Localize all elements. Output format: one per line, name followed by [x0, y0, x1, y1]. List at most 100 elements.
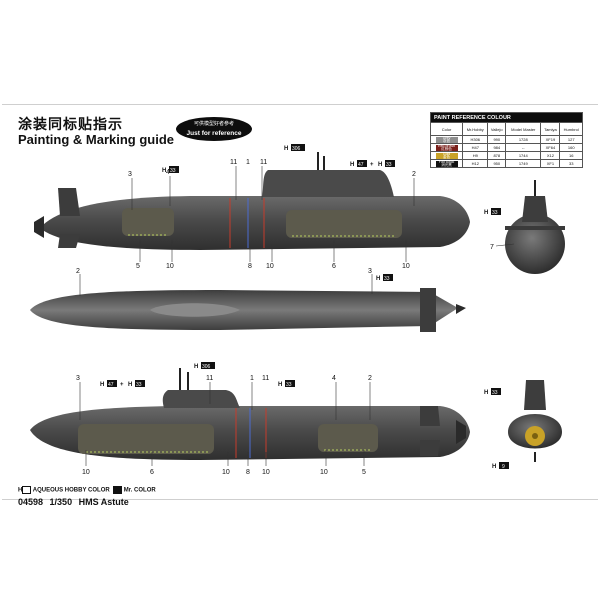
paint-humbrol: 33	[559, 159, 583, 168]
chip-code: 33	[286, 382, 292, 388]
paint-reference-table: PAINT REFERENCE COLOUR Color Mr.Hobby Va…	[429, 112, 583, 168]
guide-frame	[2, 104, 598, 500]
paint-name: Gold	[442, 151, 451, 156]
fin-top	[150, 303, 240, 317]
chip-h: H	[484, 390, 488, 396]
chip-h: H	[484, 210, 488, 216]
callout-3: 3	[76, 375, 80, 382]
chip-code: 47	[108, 382, 114, 388]
chip-code: 33	[384, 276, 390, 282]
callout-10: 10	[402, 263, 410, 270]
fin-sail	[162, 390, 240, 408]
model-name: HMS Astute	[78, 497, 129, 507]
legend-mr-text: Mr. COLOR	[123, 487, 156, 494]
model-code: 04598	[18, 497, 44, 507]
paint-legend: H AQUEOUS HOBBY COLOR Mr. COLOR	[18, 486, 156, 494]
paint-model-master: 1749	[505, 159, 542, 168]
chip-h: H	[128, 382, 132, 388]
propulsor	[456, 420, 466, 444]
chip-h: H	[350, 162, 354, 168]
reference-badge: 可供模型好者参考 Just for reference	[176, 117, 252, 141]
chip-code: 306	[292, 146, 301, 152]
color-chip: H 33	[484, 208, 501, 216]
panel-area	[286, 210, 402, 238]
panel-area	[78, 424, 214, 454]
rudder-upper	[420, 406, 440, 426]
chip-code: 33	[492, 390, 498, 396]
chip-code: 33	[170, 168, 176, 174]
color-chip: H 47 + H 33	[100, 380, 145, 388]
callout-11: 11	[262, 375, 269, 382]
panel-area	[122, 208, 174, 236]
chip-h: H	[278, 382, 282, 388]
callout-leaders	[79, 166, 515, 466]
title-chinese: 涂装同标贴指示	[18, 116, 123, 132]
callout-2: 2	[368, 375, 372, 382]
chip-h: H	[100, 382, 104, 388]
color-chip: H 306	[194, 362, 215, 370]
reference-badge-en: Just for reference	[186, 130, 242, 137]
callout-11: 11	[260, 159, 267, 166]
callout-2: 2	[412, 171, 416, 178]
callout-2: 2	[76, 268, 80, 275]
chip-plus: +	[120, 382, 124, 388]
propulsor	[34, 216, 44, 238]
paint-name: Flat Black	[438, 159, 455, 164]
rudder-lower	[420, 440, 440, 456]
chip-code: 33	[386, 162, 392, 168]
callout-8: 8	[248, 263, 252, 270]
aft-planes	[420, 288, 436, 332]
chip-plus: +	[370, 162, 374, 168]
chip-h: H	[492, 464, 496, 470]
model-scale: 1/350	[49, 497, 73, 507]
color-chip: H 33	[376, 274, 393, 282]
title-english: Painting & Marking guide	[18, 132, 175, 147]
legend-aqueous-prefix: H	[18, 487, 23, 494]
chip-code: 306	[202, 364, 211, 370]
legend-aqueous-text: AQUEOUS HOBBY COLOR	[32, 487, 110, 494]
chip-code: 33	[492, 210, 498, 216]
color-chip: H 47 + H 33	[350, 160, 395, 168]
callout-10: 10	[320, 469, 328, 476]
callout-10: 10	[266, 263, 274, 270]
paint-name-cn: 红棕色	[441, 146, 452, 151]
callout-10: 10	[222, 469, 230, 476]
paint-name-cn: 消光黑	[441, 162, 452, 167]
callout-10: 10	[262, 469, 270, 476]
top-view	[30, 288, 466, 332]
chip-h: H	[376, 276, 380, 282]
paint-name-cn: 灰色	[443, 138, 451, 143]
fin-sail	[262, 170, 394, 197]
paint-table-col-mrhobby: Mr.Hobby	[462, 122, 489, 136]
chip-h: H	[378, 162, 382, 168]
chip-h: H	[162, 168, 166, 174]
paint-hobby: H12	[462, 159, 489, 168]
callout-11: 11	[230, 159, 237, 166]
panel-area	[318, 424, 378, 452]
rudder-upper	[58, 188, 80, 216]
reference-badge-cn: 可供模型好者参考	[193, 121, 234, 127]
callout-3: 3	[368, 268, 372, 275]
callout-4: 4	[332, 375, 336, 382]
color-chip: H 33	[278, 380, 295, 388]
callout-7: 7	[490, 244, 494, 251]
color-chip: H 9	[492, 462, 509, 470]
color-chip: H 306	[284, 144, 305, 152]
fin-front	[522, 196, 548, 222]
callout-6: 6	[332, 263, 336, 270]
paint-name: Red brown	[438, 143, 456, 148]
callout-1: 1	[246, 159, 250, 166]
bow-view	[505, 180, 565, 274]
side-view-port	[30, 368, 470, 460]
callout-8: 8	[246, 469, 250, 476]
paint-name: Grey	[442, 135, 451, 140]
callout-6: 6	[150, 469, 154, 476]
callout-5: 5	[136, 263, 140, 270]
callout-11: 11	[206, 375, 213, 382]
paint-tamiya: XF1	[540, 159, 561, 168]
